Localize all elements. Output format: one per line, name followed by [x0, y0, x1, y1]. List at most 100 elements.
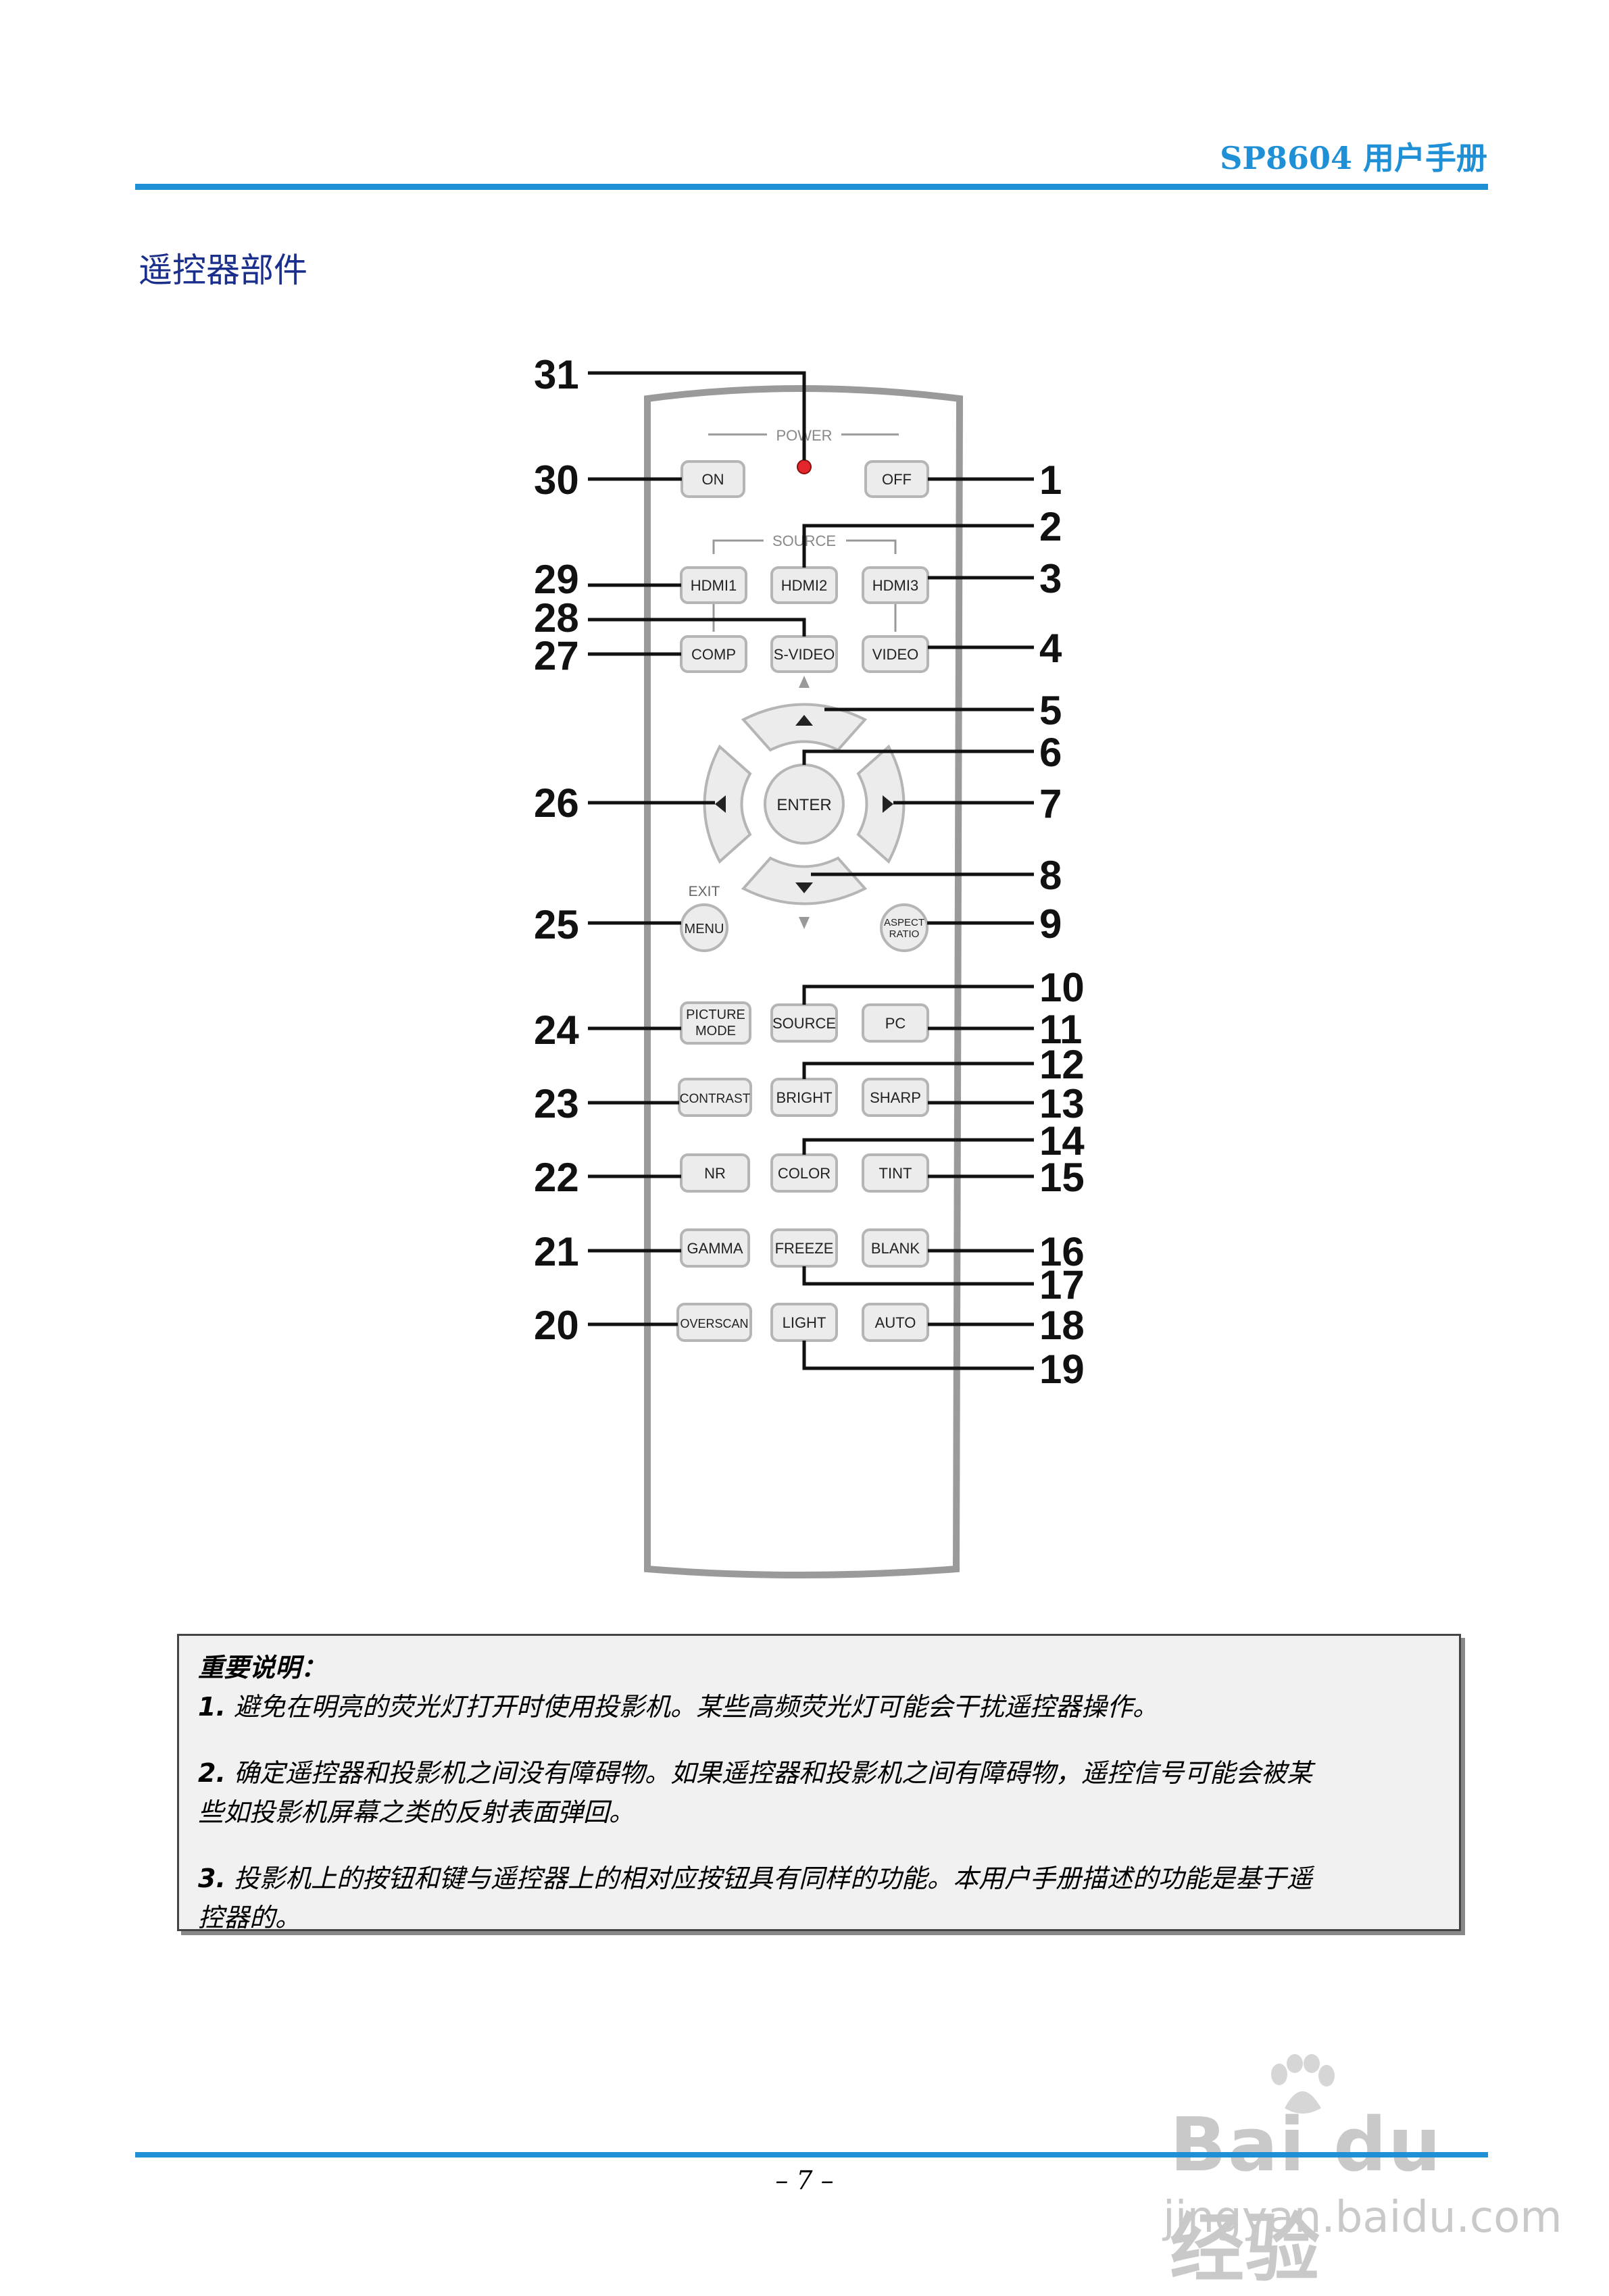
- video-label: VIDEO: [872, 646, 918, 663]
- callout-16: 16: [1039, 1229, 1085, 1274]
- gamma-button[interactable]: [680, 1228, 750, 1268]
- callout-31: 31: [534, 352, 579, 397]
- off-label: OFF: [882, 471, 912, 488]
- callout-18: 18: [1039, 1303, 1085, 1348]
- callout-8: 8: [1039, 853, 1062, 898]
- callout-30: 30: [534, 457, 579, 503]
- footer-rule: [135, 2152, 1488, 2157]
- exit-label: EXIT: [689, 884, 720, 899]
- blank-button[interactable]: [862, 1228, 929, 1268]
- paw-logo-icon: [1271, 2054, 1335, 2114]
- tint-button[interactable]: [862, 1153, 929, 1193]
- source-label: SOURCE: [772, 1015, 836, 1032]
- callout-23: 23: [534, 1081, 579, 1126]
- callout-7: 7: [1039, 781, 1062, 826]
- note-item-2-text-cont: 些如投影机屏幕之类的反射表面弹回。: [198, 1797, 635, 1827]
- freeze-label: FREEZE: [775, 1240, 834, 1257]
- nr-button[interactable]: [680, 1153, 750, 1193]
- callout-25: 25: [534, 902, 579, 947]
- section-title: 遥控器部件: [139, 251, 307, 290]
- note-item-2-number: 2.: [198, 1758, 226, 1788]
- right-arrow-icon: [883, 795, 893, 813]
- note-item-2-text: 确定遥控器和投影机之间没有障碍物。如果遥控器和投影机之间有障碍物，遥控信号可能会…: [233, 1758, 1312, 1788]
- note-item-2: 2. 确定遥控器和投影机之间没有障碍物。如果遥控器和投影机之间有障碍物，遥控信号…: [198, 1753, 1440, 1832]
- color-label: COLOR: [778, 1165, 831, 1182]
- note-title: 重要说明：: [198, 1652, 327, 1682]
- comp-label: COMP: [691, 646, 736, 663]
- up-tick-icon: [799, 676, 810, 688]
- callout-21: 21: [534, 1229, 579, 1274]
- note-item-3-text-cont: 控器的。: [198, 1903, 301, 1932]
- callout-28: 28: [534, 595, 579, 641]
- pc-label: PC: [885, 1015, 906, 1032]
- note-item-1: 1. 避免在明亮的荧光灯打开时使用投影机。某些高频荧光灯可能会干扰遥控器操作。: [198, 1687, 1440, 1726]
- menu-label: MENU: [685, 922, 724, 937]
- tint-label: TINT: [879, 1165, 912, 1182]
- hdmi3-label: HDMI3: [872, 577, 918, 594]
- aspect-ratio-button[interactable]: [880, 903, 929, 952]
- aspect-label-line1: ASPECT: [884, 917, 924, 928]
- video-button[interactable]: [862, 635, 929, 673]
- watermark-url: jingyan.baidu.com: [1163, 2193, 1562, 2243]
- sharp-button[interactable]: [862, 1078, 929, 1117]
- callout-9: 9: [1039, 901, 1062, 947]
- dpad-left-button[interactable]: [703, 744, 752, 864]
- left-arrow-icon: [715, 795, 726, 813]
- remote-control-diagram: POWER SOURCE ENTER EXIT MENU ASPECT RATI…: [534, 352, 1085, 1578]
- watermark-logo-text: Bai du 经验: [1170, 2101, 1443, 2292]
- callout-14: 14: [1039, 1118, 1085, 1164]
- dpad-up-button[interactable]: [741, 703, 868, 752]
- callout-27: 27: [534, 633, 579, 678]
- note-item-1-number: 1.: [198, 1692, 226, 1722]
- callout-6: 6: [1039, 730, 1062, 775]
- header-rule: [135, 184, 1488, 190]
- callout-12: 12: [1039, 1042, 1085, 1087]
- callout-24: 24: [534, 1007, 579, 1053]
- picture-label-line1: PICTURE: [686, 1007, 745, 1022]
- pc-button[interactable]: [862, 1003, 929, 1043]
- callout-3: 3: [1039, 556, 1062, 601]
- baidu-watermark: Bai du 经验 jingyan.baidu.com: [1156, 2054, 1562, 2292]
- contrast-button[interactable]: [678, 1078, 752, 1117]
- svideo-label: S-VIDEO: [774, 646, 835, 663]
- menu-button[interactable]: [680, 903, 728, 952]
- sharp-label: SHARP: [870, 1089, 921, 1106]
- bright-label: BRIGHT: [776, 1089, 832, 1106]
- blank-label: BLANK: [871, 1240, 920, 1257]
- callout-13: 13: [1039, 1081, 1085, 1126]
- dpad-right-button[interactable]: [856, 744, 906, 864]
- picture-mode-button[interactable]: [680, 1001, 751, 1045]
- document-header-title: SP8604 用户手册: [1220, 140, 1487, 176]
- picture-label-line2: MODE: [695, 1024, 736, 1039]
- gamma-label: GAMMA: [687, 1240, 743, 1257]
- down-tick-icon: [799, 917, 810, 929]
- callout-1: 1: [1039, 457, 1062, 503]
- light-label: LIGHT: [783, 1314, 826, 1331]
- contrast-label: CONTRAST: [680, 1092, 751, 1106]
- important-note-box: 重要说明： 1. 避免在明亮的荧光灯打开时使用投影机。某些高频荧光灯可能会干扰遥…: [177, 1634, 1461, 1932]
- dpad-down-button[interactable]: [741, 856, 868, 905]
- down-arrow-icon: [795, 882, 813, 893]
- up-arrow-icon: [795, 715, 813, 726]
- callout-20: 20: [534, 1303, 579, 1348]
- power-led: [797, 459, 812, 474]
- nr-label: NR: [704, 1165, 726, 1182]
- page-number: – 7 –: [775, 2166, 834, 2195]
- callout-2: 2: [1039, 504, 1062, 549]
- callout-10: 10: [1039, 965, 1085, 1010]
- overscan-button[interactable]: [676, 1303, 752, 1342]
- callout-26: 26: [534, 780, 579, 826]
- aspect-label-line2: RATIO: [889, 928, 920, 940]
- callout-19: 19: [1039, 1347, 1085, 1392]
- auto-button[interactable]: [862, 1303, 929, 1342]
- overscan-label: OVERSCAN: [680, 1317, 748, 1330]
- callout-leader-lines: [588, 371, 1034, 1370]
- callout-11: 11: [1039, 1007, 1082, 1052]
- hdmi2-label: HDMI2: [781, 577, 827, 594]
- hdmi3-button[interactable]: [862, 566, 929, 604]
- auto-label: AUTO: [875, 1314, 916, 1331]
- note-item-3-text: 投影机上的按钮和键与遥控器上的相对应按钮具有同样的功能。本用户手册描述的功能是基…: [233, 1864, 1312, 1893]
- callout-22: 22: [534, 1155, 579, 1200]
- note-item-3: 3. 投影机上的按钮和键与遥控器上的相对应按钮具有同样的功能。本用户手册描述的功…: [198, 1859, 1440, 1937]
- callout-5: 5: [1039, 688, 1062, 733]
